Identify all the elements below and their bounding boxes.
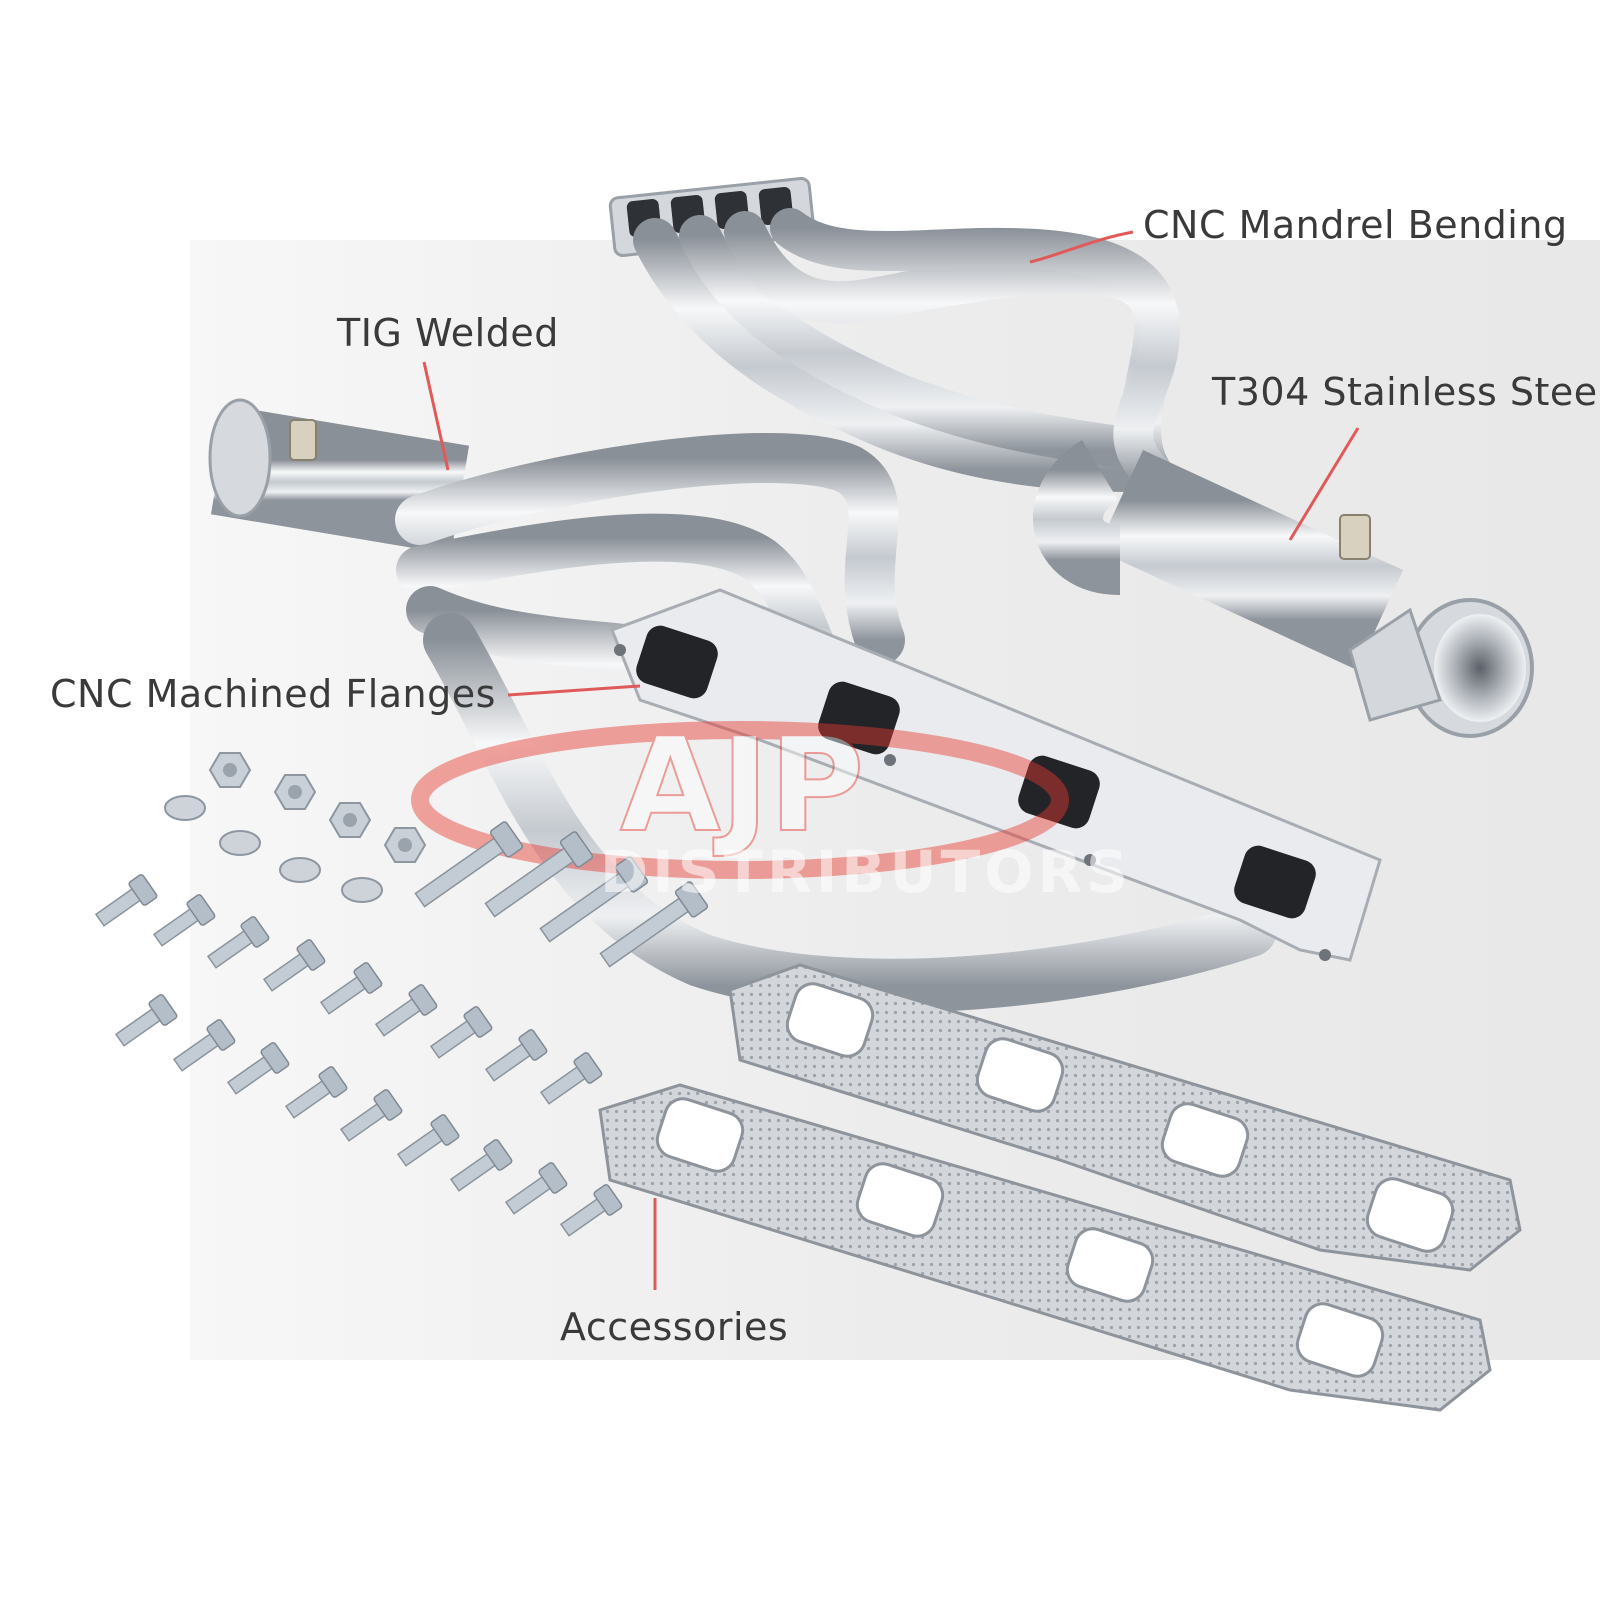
front-flange-plate: [610, 588, 1382, 962]
bolt-icon: [114, 994, 178, 1047]
bolt-icon: [539, 1052, 603, 1105]
bolt-icon: [94, 874, 158, 927]
nuts-and-washers: [164, 752, 427, 903]
bolt-icon: [449, 1139, 513, 1192]
line-cnc-bend: [1029, 230, 1134, 264]
line-tig: [422, 361, 450, 471]
bolt-icon: [206, 916, 270, 969]
bolt-icon: [262, 939, 326, 992]
gasket-lower: [598, 1083, 1492, 1412]
washer: [164, 795, 206, 821]
bolt-icon: [284, 1066, 348, 1119]
line-t304: [1288, 427, 1360, 541]
callout-cnc-mandrel-bending: CNC Mandrel Bending: [1143, 203, 1568, 247]
callout-cnc-machined-flanges: CNC Machined Flanges: [50, 672, 496, 716]
bolt-icon: [226, 1042, 290, 1095]
front-header: [208, 398, 1382, 1013]
bolts: [94, 821, 709, 1237]
bolt-icon: [539, 856, 649, 943]
gaskets: [598, 963, 1522, 1412]
bolt-icon: [504, 1162, 568, 1215]
bolt-icon: [339, 1089, 403, 1142]
bolt-icon: [152, 894, 216, 947]
bolt-icon: [599, 881, 709, 968]
watermark-logo: AJP: [411, 708, 1069, 879]
callout-t304-stainless-steel: T304 Stainless Steel: [1212, 370, 1600, 414]
bolt-icon: [559, 1184, 623, 1237]
line-flanges: [507, 684, 641, 697]
nut: [273, 774, 317, 810]
rear-header: [608, 176, 1534, 738]
bolt-icon: [484, 1029, 548, 1082]
nut: [383, 827, 427, 863]
gasket-upper: [728, 963, 1522, 1272]
bolt-icon: [484, 831, 594, 918]
nut: [208, 752, 252, 788]
bolt-icon: [374, 984, 438, 1037]
washer: [219, 830, 261, 856]
callout-tig-welded: TIG Welded: [337, 311, 559, 355]
callout-accessories: Accessories: [560, 1305, 789, 1349]
bolt-icon: [429, 1006, 493, 1059]
bolt-icon: [319, 962, 383, 1015]
bolt-icon: [396, 1114, 460, 1167]
washer: [279, 857, 321, 883]
watermark-ajp: AJP: [620, 709, 864, 861]
callout-lines: [422, 230, 1360, 1290]
bolt-icon: [414, 821, 524, 908]
bolt-icon: [172, 1019, 236, 1072]
washer: [341, 877, 383, 903]
nut: [328, 802, 372, 838]
watermark-text: DISTRIBUTORS: [600, 838, 1132, 906]
